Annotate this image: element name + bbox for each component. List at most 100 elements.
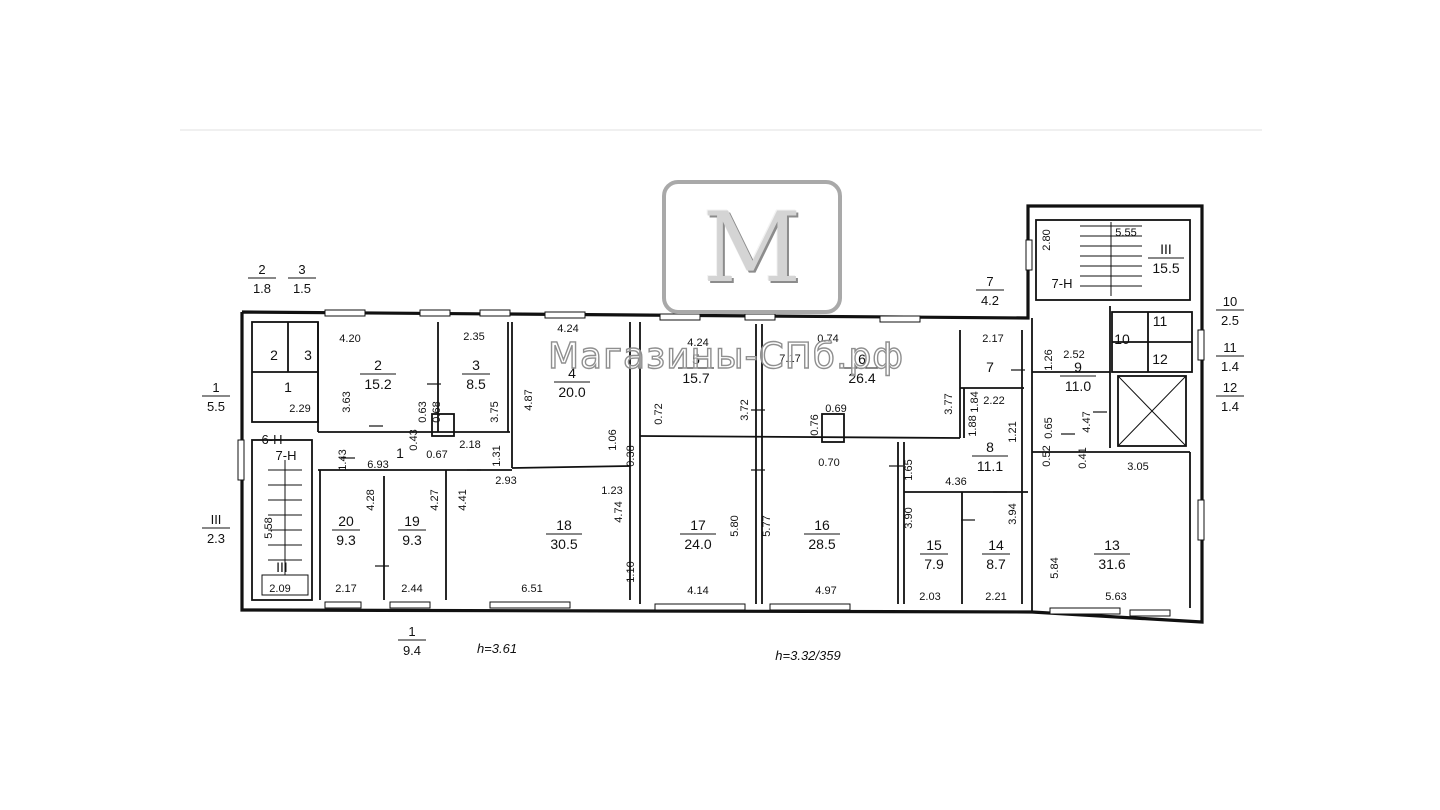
dimension-label: 5.63 [1105, 591, 1126, 603]
dimension-label: 3.94 [1007, 503, 1019, 524]
room-label-area: 26.4 [848, 370, 875, 386]
outer-label-number: 3 [298, 262, 305, 277]
outer-label-number: 2 [258, 262, 265, 277]
dimension-label: 3.75 [489, 401, 501, 422]
room-label-area: 9.3 [402, 532, 422, 548]
dimension-label: 1.43 [337, 449, 349, 470]
dimension-label: 1.84 [969, 391, 981, 412]
dimension-label: 0.72 [653, 403, 665, 424]
room-label-number: 16 [814, 517, 830, 533]
room-label-number: 11 [1153, 313, 1168, 329]
room-label-number: 18 [556, 517, 572, 533]
m-logo-icon: M [702, 192, 802, 304]
dimension-label: 0.52 [1041, 445, 1053, 466]
room-label-number: 2 [374, 357, 382, 373]
dimension-label: 2.44 [401, 583, 422, 595]
room-label-number: 2 [270, 347, 278, 363]
dimension-label: 0.38 [625, 445, 637, 466]
room-label-area: 15.7 [682, 370, 709, 386]
dimension-label: 2.03 [919, 591, 940, 603]
outer-label-number: 12 [1223, 380, 1237, 395]
room-label-number: 3 [472, 357, 480, 373]
dimension-label: 4.14 [687, 585, 708, 597]
room-label-number: III [276, 559, 288, 575]
room-label-area: 8.7 [986, 556, 1006, 572]
unit-mark: 7-Н [276, 448, 297, 463]
room-label-area: 7.9 [924, 556, 944, 572]
room-label-number: 14 [988, 537, 1004, 553]
dimension-label: 0.69 [825, 403, 846, 415]
dimension-label: 1.88 [967, 415, 979, 436]
room-label-number: 17 [690, 517, 706, 533]
dimension-label: 0.68 [431, 401, 443, 422]
room-label-area: 8.5 [466, 376, 486, 392]
outer-label-area: 1.4 [1221, 359, 1239, 374]
room-label-number: 19 [404, 513, 420, 529]
dimension-label: 3.90 [903, 507, 915, 528]
room-label-number: 3 [304, 347, 312, 363]
dimension-label: 2.52 [1063, 349, 1084, 361]
dimension-label: 7.17 [779, 353, 800, 365]
outer-label-number: III [211, 512, 222, 527]
dimension-label: 0.74 [817, 333, 838, 345]
outer-label-area: 2.5 [1221, 313, 1239, 328]
outer-label-area: 1.8 [253, 281, 271, 296]
room-label-number: 20 [338, 513, 354, 529]
dimension-label: 4.24 [687, 337, 708, 349]
dimension-label: 5.80 [729, 515, 741, 536]
dimension-label: 0.65 [1043, 417, 1055, 438]
dimension-label: 5.84 [1049, 557, 1061, 578]
room-label-area: 11.1 [977, 458, 1003, 474]
dimension-label: 2.21 [985, 591, 1006, 603]
dimension-label: 4.74 [613, 501, 625, 522]
dimension-label: 2.17 [335, 583, 356, 595]
dimension-label: 4.27 [429, 489, 441, 510]
room-label-area: 28.5 [808, 536, 835, 552]
dimension-label: 4.36 [945, 476, 966, 488]
dimension-label: 1.10 [625, 561, 637, 582]
dimension-label: 4.41 [457, 489, 469, 510]
dimension-label: 0.43 [408, 429, 420, 450]
outer-label-area: 4.2 [981, 293, 999, 308]
room-label-area: 31.6 [1098, 556, 1125, 572]
room-label-area: 15.5 [1152, 260, 1179, 276]
outer-label-area: 9.4 [403, 643, 421, 658]
outer-label-area: 2.3 [207, 531, 225, 546]
dimension-label: 3.63 [341, 391, 353, 412]
outer-label-area: 1.5 [293, 281, 311, 296]
dimension-label: 1.06 [607, 429, 619, 450]
room-label-number: 10 [1114, 331, 1130, 347]
room-label-number: 5 [692, 351, 700, 367]
dimension-label: 0.63 [417, 401, 429, 422]
dimension-label: 2.35 [463, 331, 484, 343]
room-label-number: 12 [1152, 351, 1168, 367]
dimension-label: 4.87 [523, 389, 535, 410]
dimension-label: 2.29 [289, 403, 310, 415]
unit-mark: 7-Н [1052, 276, 1073, 291]
dimension-label: 4.24 [557, 323, 578, 335]
dimension-label: 3.77 [943, 393, 955, 414]
site-logo-badge: M [662, 180, 842, 314]
room-label-number: 9 [1074, 359, 1082, 375]
outer-walls [240, 204, 1204, 624]
unit-mark: 6-Н [262, 432, 283, 447]
ceiling-height-left: h=3.61 [477, 641, 517, 656]
dimension-label: 4.47 [1081, 411, 1093, 432]
dimension-label: 0.70 [818, 457, 839, 469]
outer-label-number: 11 [1223, 340, 1237, 355]
dimension-label: 4.28 [365, 489, 377, 510]
dimension-label: 1.21 [1007, 421, 1019, 442]
room-label-number: 6 [858, 351, 866, 367]
dimension-label: 1.23 [601, 485, 622, 497]
room-label-number: 7 [986, 359, 994, 375]
dimension-label: 2.09 [269, 583, 290, 595]
dimension-label: 4.97 [815, 585, 836, 597]
ceiling-height-right: h=3.32/359 [775, 648, 840, 663]
room-label-number: 8 [986, 439, 994, 455]
dimension-label: 1.65 [903, 459, 915, 480]
room-label-area: 30.5 [550, 536, 577, 552]
partitions [251, 219, 1193, 608]
room-label-number: 15 [926, 537, 942, 553]
